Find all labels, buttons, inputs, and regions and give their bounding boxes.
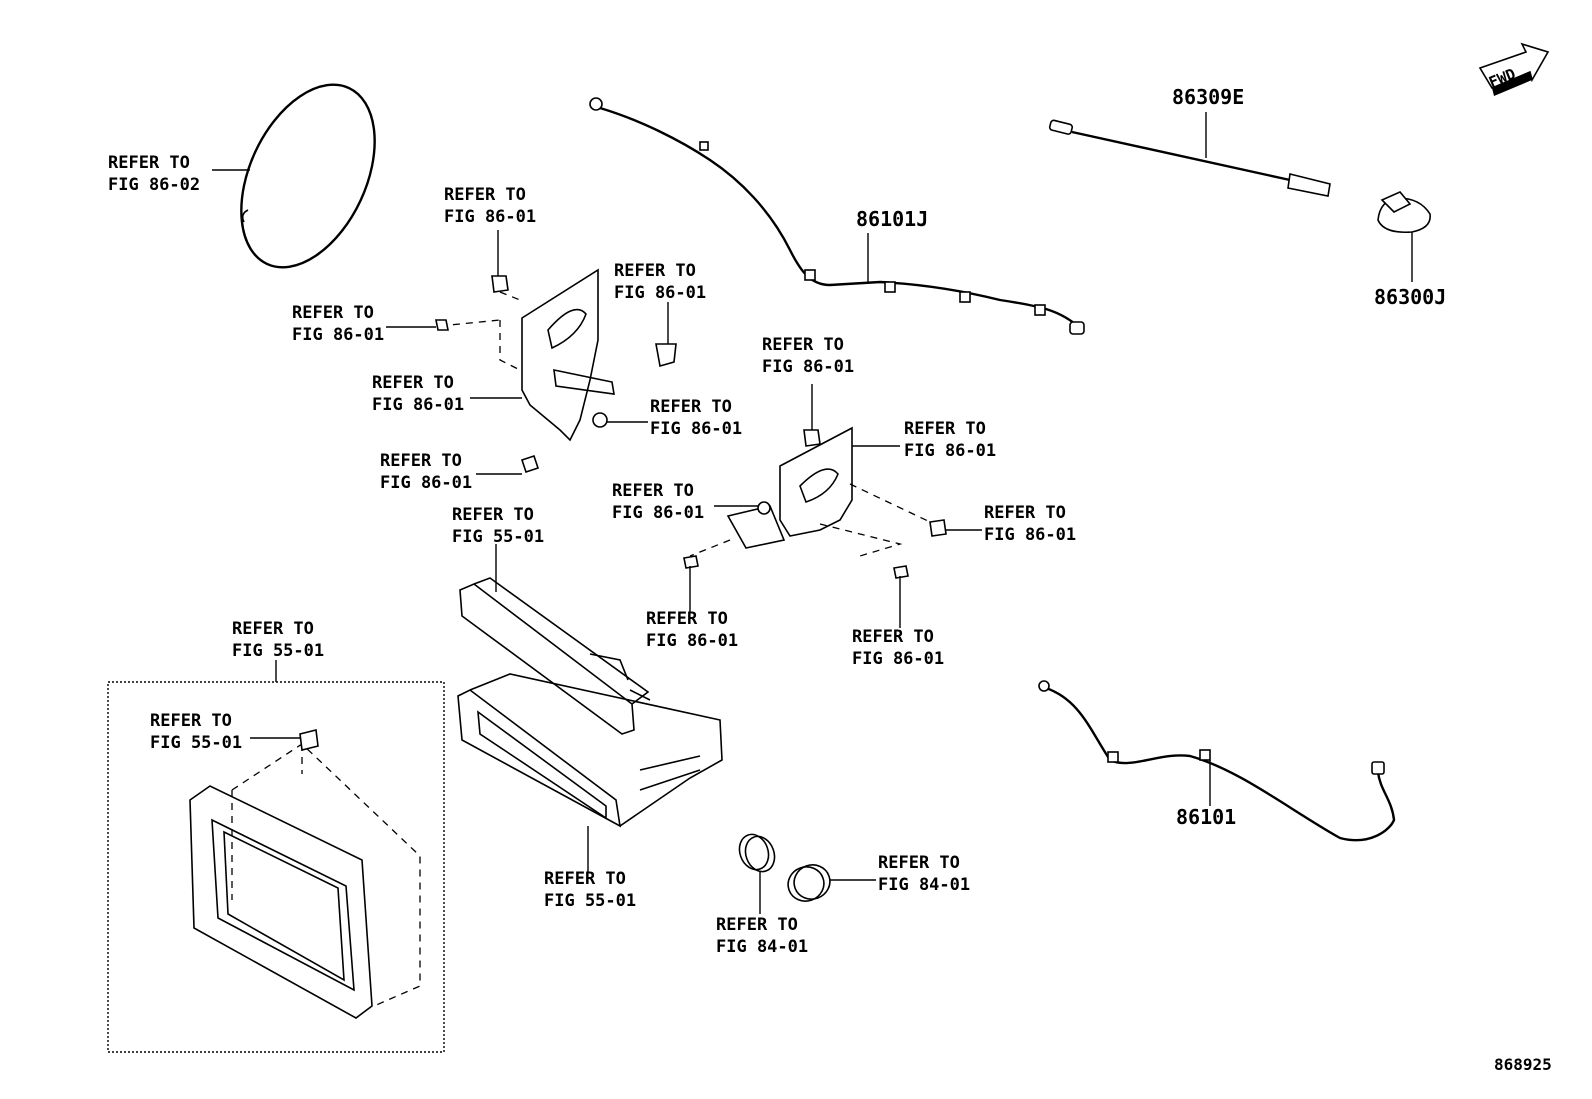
diagram-id: 868925 (1494, 1055, 1552, 1074)
part-number-86300J: 86300J (1374, 285, 1446, 309)
label-ref-speaker-1: REFER TO (108, 153, 190, 173)
knob-left (738, 833, 776, 873)
bracket-right (726, 426, 853, 549)
speaker (240, 83, 376, 269)
pocket-box (457, 673, 723, 828)
knob-right (787, 864, 831, 902)
label-ref-pocket-1: REFER TO (544, 869, 626, 889)
label-ref-clip-far-right-1: REFER TO (984, 503, 1066, 523)
label-ref-knob-left-2: FIG 84-01 (716, 937, 808, 957)
label-ref-knob-right-1: REFER TO (878, 853, 960, 873)
label-ref-bezel-panel-1: REFER TO (452, 505, 534, 525)
label-ref-bracket-right-1: REFER TO (904, 419, 986, 439)
label-ref-knob-left-1: REFER TO (716, 915, 798, 935)
label-ref-screw-low-left-1: REFER TO (380, 451, 462, 471)
label-ref-bracket-right-2: FIG 86-01 (904, 441, 996, 461)
screw-low-left (520, 454, 540, 474)
nut-left (592, 412, 608, 428)
label-ref-clip-far-right-2: FIG 86-01 (984, 525, 1076, 545)
fwd-arrow-icon: FWD (1478, 42, 1550, 96)
label-ref-frame-clip-2: FIG 55-01 (150, 733, 242, 753)
label-ref-speaker-2: FIG 86-02 (108, 175, 200, 195)
label-ref-clip-top-2: FIG 86-01 (444, 207, 536, 227)
clip-top (491, 275, 509, 293)
frame-clip (299, 729, 319, 751)
dash-bracket-left (439, 291, 521, 371)
clip-mid (803, 429, 821, 447)
label-ref-screw-bottom-right-2: FIG 86-01 (852, 649, 944, 669)
label-ref-screw-left-2: FIG 86-01 (292, 325, 384, 345)
part-number-86101: 86101 (1176, 805, 1236, 829)
label-ref-screw-bottom-2: FIG 86-01 (646, 631, 738, 651)
dash-bracket-right (689, 483, 931, 557)
label-ref-nut-right-1: REFER TO (612, 481, 694, 501)
label-ref-screw-bottom-right-1: REFER TO (852, 627, 934, 647)
label-ref-bracket-left-2: FIG 86-01 (372, 395, 464, 415)
clip-far-right (929, 519, 947, 537)
part-number-86101J: 86101J (856, 207, 928, 231)
antenna-base (1377, 191, 1431, 234)
antenna-cord-upper (589, 97, 1085, 335)
label-ref-clip-top-1: REFER TO (444, 185, 526, 205)
label-ref-nut-left-2: FIG 86-01 (650, 419, 742, 439)
label-ref-knob-right-2: FIG 84-01 (878, 875, 970, 895)
label-ref-frame-clip-1: REFER TO (150, 711, 232, 731)
label-ref-bracket-left-1: REFER TO (372, 373, 454, 393)
nut-right (757, 501, 771, 515)
label-ref-frame-2: FIG 55-01 (232, 641, 324, 661)
label-ref-clip-right-1: REFER TO (614, 261, 696, 281)
label-ref-bezel-panel-2: FIG 55-01 (452, 527, 544, 547)
label-ref-screw-low-left-2: FIG 86-01 (380, 473, 472, 493)
label-ref-clip-right-2: FIG 86-01 (614, 283, 706, 303)
label-ref-clip-mid-1: REFER TO (762, 335, 844, 355)
antenna-rod (1048, 119, 1331, 197)
label-ref-pocket-2: FIG 55-01 (544, 891, 636, 911)
screw-bottom-right (893, 565, 909, 579)
label-ref-nut-left-1: REFER TO (650, 397, 732, 417)
frame-panel (189, 785, 373, 1019)
label-ref-screw-bottom-1: REFER TO (646, 609, 728, 629)
screw-bottom (683, 555, 699, 569)
label-ref-nut-right-2: FIG 86-01 (612, 503, 704, 523)
clip-right-small (655, 343, 677, 368)
bezel-panel (459, 577, 651, 735)
bracket-left (521, 268, 615, 442)
part-number-86309E: 86309E (1172, 85, 1244, 109)
label-ref-clip-mid-2: FIG 86-01 (762, 357, 854, 377)
antenna-cord-lower (1038, 680, 1396, 842)
label-ref-frame-1: REFER TO (232, 619, 314, 639)
screw-left (435, 319, 449, 331)
label-ref-screw-left-1: REFER TO (292, 303, 374, 323)
